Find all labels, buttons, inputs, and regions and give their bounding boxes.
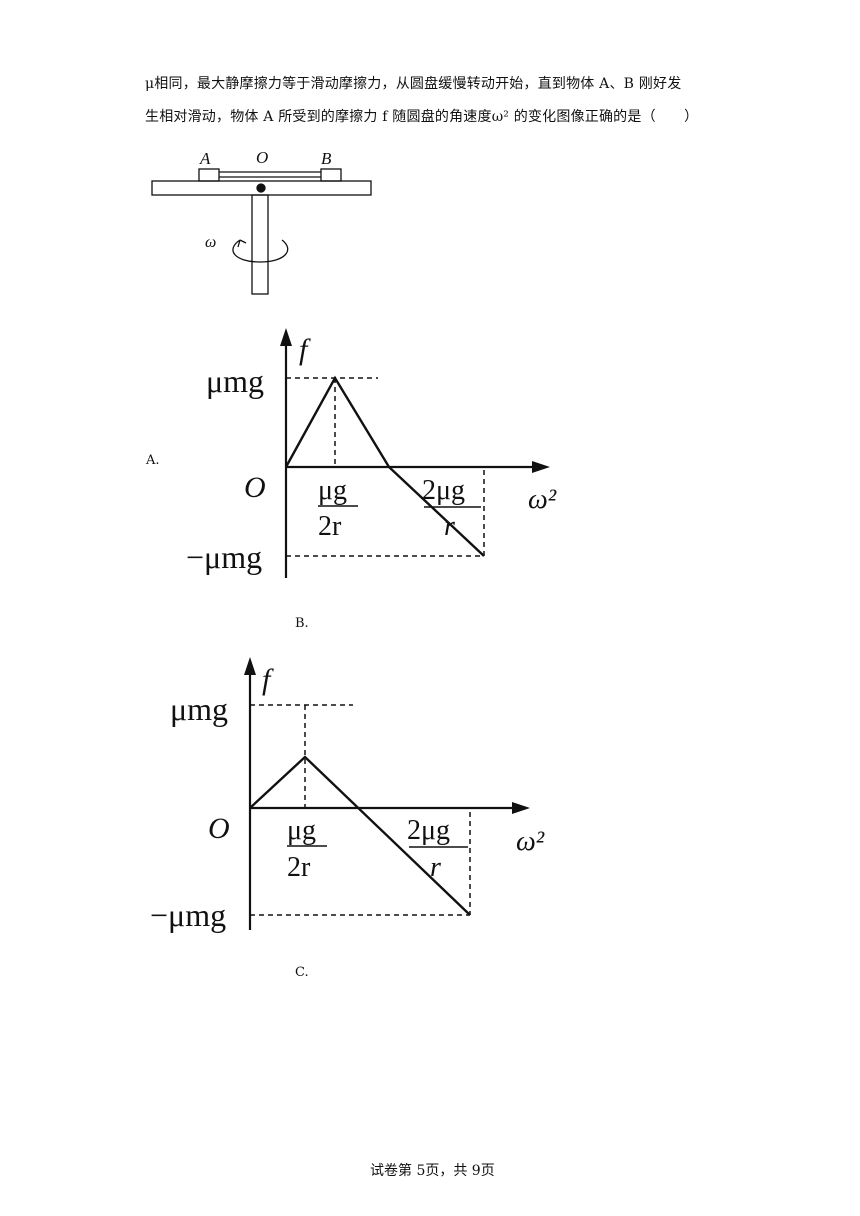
page-footer: 试卷第 5页，共 9页 [370, 1163, 495, 1179]
graph-b-curve [284, 375, 485, 557]
rotation-arrow [232, 239, 289, 263]
graph-c-top-tick: μmg [170, 691, 228, 727]
graph-b-y-arrow [280, 328, 292, 346]
graph-b-bottom-tick: −μmg [186, 539, 262, 575]
graph-b-top-tick: μmg [206, 363, 264, 399]
graph-b-x-arrow [532, 461, 550, 473]
question-line-1: μ相同，最大静摩擦力等于滑动摩擦力，从圆盘缓慢转动开始，直到物体 A、B 刚好发 [145, 76, 682, 92]
graph-c-y-arrow [244, 657, 256, 675]
graph-c-y-label: f [262, 663, 274, 696]
label-omega: ω [205, 234, 216, 251]
graph-c-x-label: ω² [516, 826, 545, 857]
turntable-diagram [151, 168, 372, 295]
graph-c-x-arrow [512, 802, 530, 814]
graph-c-x-tick2-den: r [430, 852, 441, 883]
graph-b-x-tick2-den: r [444, 511, 455, 542]
option-c-label: C. [295, 965, 309, 980]
block-b [320, 168, 342, 182]
graph-c-x-tick1-num: μg [287, 815, 316, 846]
label-b: B [321, 149, 332, 168]
label-a: A [199, 149, 211, 168]
label-o: O [256, 148, 268, 167]
rotation-shaft [251, 194, 269, 295]
rotation-arrow-head [237, 239, 247, 248]
graph-c-origin: O [208, 812, 230, 845]
center-pivot [256, 183, 266, 193]
graph-b-x-tick2-num: 2μg [422, 475, 465, 506]
graph-b-x-tick1-num: μg [318, 475, 347, 506]
graph-b-x-label: ω² [528, 484, 557, 515]
graph-b-x-tick1-den: 2r [318, 511, 342, 542]
graph-c-x-tick2-num: 2μg [407, 815, 450, 846]
graph-c-curve [249, 755, 471, 916]
graph-b-origin: O [244, 471, 266, 504]
question-line-2: 生相对滑动，物体 A 所受到的摩擦力 f 随圆盘的角速度ω² 的变化图像正确的是… [145, 109, 699, 125]
option-a-label: A. [146, 453, 160, 468]
graph-c-bottom-tick: −μmg [150, 897, 226, 933]
graph-c-x-tick1-den: 2r [287, 852, 311, 883]
block-a [198, 168, 220, 182]
option-b-label: B. [295, 616, 309, 631]
